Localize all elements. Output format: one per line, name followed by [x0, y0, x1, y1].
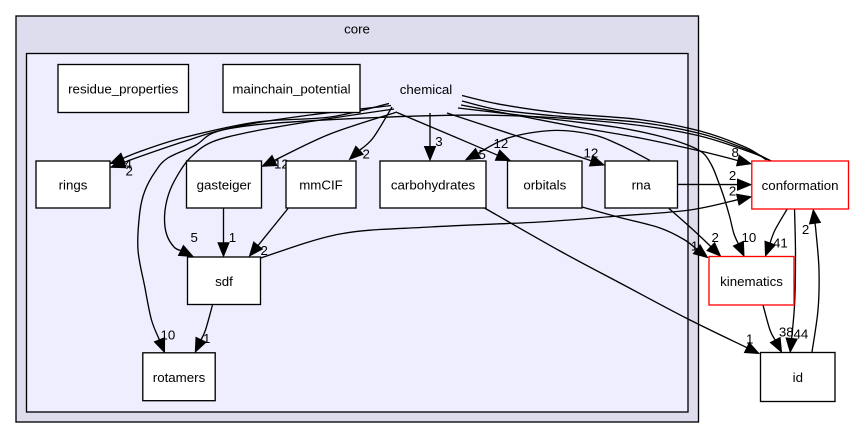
svg-text:1: 1 — [691, 239, 698, 254]
svg-text:1: 1 — [203, 331, 210, 346]
svg-text:2: 2 — [363, 147, 370, 162]
svg-text:41: 41 — [773, 236, 788, 251]
svg-text:residue_properties: residue_properties — [68, 82, 178, 97]
svg-text:8: 8 — [732, 145, 739, 160]
svg-text:5: 5 — [479, 147, 486, 162]
svg-text:orbitals: orbitals — [523, 178, 566, 193]
svg-text:rotamers: rotamers — [153, 370, 206, 385]
svg-text:3: 3 — [435, 134, 442, 149]
svg-text:carbohydrates: carbohydrates — [391, 178, 476, 193]
svg-text:mmCIF: mmCIF — [299, 178, 343, 193]
svg-text:core: core — [344, 22, 370, 37]
svg-text:rna: rna — [632, 178, 652, 193]
svg-text:chemical: chemical — [400, 82, 453, 97]
svg-text:conformation: conformation — [762, 178, 839, 193]
svg-text:2: 2 — [126, 164, 133, 179]
svg-text:2: 2 — [729, 168, 736, 183]
svg-text:44: 44 — [794, 327, 809, 342]
svg-text:mainchain_potential: mainchain_potential — [232, 82, 350, 97]
svg-text:2: 2 — [729, 184, 736, 199]
svg-text:2: 2 — [712, 230, 719, 245]
svg-text:2: 2 — [261, 243, 268, 258]
svg-text:12: 12 — [274, 157, 289, 172]
svg-text:kinematics: kinematics — [720, 274, 783, 289]
svg-text:sdf: sdf — [215, 274, 233, 289]
svg-text:1: 1 — [229, 230, 236, 245]
svg-text:4: 4 — [125, 157, 132, 172]
svg-text:rings: rings — [59, 178, 88, 193]
svg-text:id: id — [793, 370, 803, 385]
svg-text:5: 5 — [191, 230, 198, 245]
svg-text:1: 1 — [746, 332, 753, 347]
svg-text:12: 12 — [584, 146, 599, 161]
svg-text:10: 10 — [742, 230, 757, 245]
svg-text:10: 10 — [161, 328, 176, 343]
svg-text:2: 2 — [802, 222, 809, 237]
svg-text:38: 38 — [779, 325, 794, 340]
svg-text:gasteiger: gasteiger — [197, 178, 252, 193]
